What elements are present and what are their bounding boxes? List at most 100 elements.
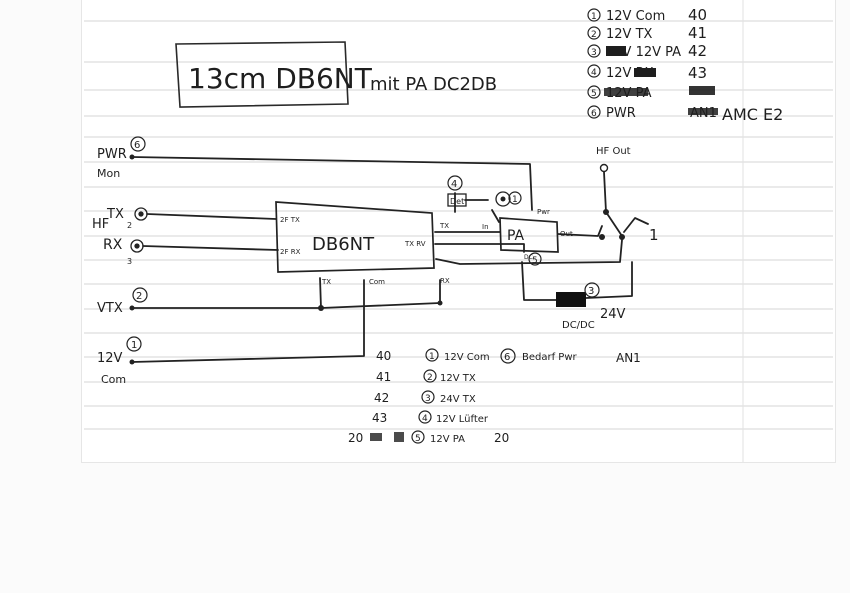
pin-label: 12V PA — [430, 434, 465, 445]
rx-number: 3 — [127, 257, 132, 266]
left-terminals: PWR Mon 6 HF TX RX 2 3 VTX 2 12V Com 1 — [92, 136, 148, 386]
pin-number: 3 — [425, 394, 431, 404]
strikeout — [688, 108, 718, 115]
pinout-bottom-row: 43 4 12V Lüfter — [372, 410, 489, 425]
strikeout — [604, 88, 648, 96]
dcdc-label: DC/DC — [562, 320, 595, 331]
pin-extra: 20 — [494, 431, 509, 445]
pin-number: 2 — [427, 373, 433, 383]
tx-label: TX — [106, 207, 124, 222]
pinout-bottom-row: 42 3 24V TX — [374, 390, 476, 405]
v24-label: 24V — [600, 307, 626, 322]
det-label: Det — [450, 197, 464, 206]
det-box — [447, 193, 467, 207]
relay-number: 1 — [512, 195, 518, 205]
pin-number: 4 — [591, 68, 597, 78]
pin-label: 12V TX — [606, 27, 653, 42]
pin-number: 2 — [591, 30, 597, 40]
pa-out-label: Out — [560, 230, 573, 238]
pin-number: 3 — [591, 48, 597, 58]
pin-label: 12V TX — [440, 373, 476, 384]
strikeout — [394, 432, 404, 442]
pa-label: PA — [507, 228, 525, 244]
pin-value: 40 — [688, 6, 707, 24]
pin-label: PWR — [606, 106, 636, 121]
pinout-top-row: 5 12V PA — [587, 85, 715, 101]
pa-block — [499, 217, 559, 253]
tx-number: 2 — [127, 221, 132, 230]
pin-code: 42 — [374, 391, 389, 405]
pin-number: 1 — [429, 352, 435, 362]
pin-number: 5 — [591, 89, 597, 99]
pin-code: 41 — [376, 370, 391, 384]
pinout-bottom-row: 41 2 12V TX — [376, 369, 476, 384]
pin-value: 42 — [688, 42, 707, 60]
vtx-number: 2 — [136, 291, 142, 302]
pinout-top-row: 2 12V TX 41 — [587, 24, 707, 42]
pwr-sub-label: Mon — [97, 167, 120, 180]
extra-label: Bedarf Pwr — [522, 352, 578, 363]
v12-number: 1 — [131, 340, 137, 351]
pin-number: 4 — [422, 414, 428, 424]
hf-label: HF — [92, 217, 109, 232]
transverter-txrv: TX RV — [404, 240, 426, 248]
transverter-tx-out: TX — [439, 222, 449, 230]
transverter-com-pin: Com — [369, 278, 385, 286]
pin-code: 20 — [348, 431, 363, 445]
hf-out-label: HF Out — [596, 146, 631, 157]
pin-value: 43 — [688, 64, 707, 82]
det-number: 4 — [451, 179, 457, 190]
pa-in-label: In — [482, 223, 489, 231]
pinout-bottom: 40 1 12V Com 41 2 12V TX 42 3 24V TX 43 … — [348, 348, 641, 445]
title-text: 13cm DB6NT — [188, 62, 373, 95]
junction-dots — [129, 154, 443, 365]
pa-number: 5 — [532, 256, 538, 266]
pin-code: 40 — [376, 349, 391, 363]
amc-note: AMC E2 — [722, 105, 783, 124]
pa-dc-label: DC — [524, 254, 533, 261]
dcdc-block — [556, 292, 586, 307]
relay-coil — [495, 191, 511, 207]
pin-number: 1 — [591, 12, 597, 22]
pwr-number: 6 — [134, 140, 140, 151]
hf-out-connector — [599, 163, 609, 173]
pinout-top-row: 1 12V Com 40 — [587, 6, 707, 24]
pin-label: 24V TX — [440, 394, 476, 405]
pinout-bottom-row: 20 5 12V PA 20 — [348, 430, 509, 445]
notebook-sheet — [82, 0, 835, 462]
pin-label: 12V Com — [606, 9, 665, 24]
transverter-2frx: 2F RX — [280, 248, 301, 256]
ruled-lines — [84, 20, 833, 430]
bottom-extra-note: 6 Bedarf Pwr AN1 — [500, 348, 641, 365]
vtx-label: VTX — [97, 301, 123, 316]
extra-number: 6 — [504, 352, 510, 363]
pinout-top: 1 12V Com 40 2 12V TX 41 3 24V 12V PA 42… — [587, 6, 783, 124]
extra-pin: AN1 — [616, 351, 641, 365]
dcdc-number: 3 — [588, 286, 594, 297]
transverter-2ftx: 2F TX — [280, 216, 300, 224]
pinout-top-row: 6 PWR AN1 — [587, 105, 718, 121]
strikeout — [606, 46, 626, 56]
pin-label: 12V Com — [444, 352, 490, 363]
transverter-tx-pin: TX — [321, 278, 331, 286]
pin-number: 5 — [415, 434, 421, 444]
pin-value: 41 — [688, 24, 707, 42]
strikeout — [689, 86, 715, 95]
pinout-top-row: 3 24V 12V PA 42 — [587, 42, 707, 60]
pin-number: 6 — [591, 109, 597, 119]
pin-code: 43 — [372, 411, 387, 425]
pinout-bottom-row: 40 1 12V Com — [376, 348, 490, 363]
pa-pwr-label: Pwr — [537, 208, 550, 216]
relay-label: 1 — [649, 226, 659, 244]
strikeout — [370, 433, 382, 441]
rx-label: RX — [103, 237, 123, 253]
pwr-label: PWR — [97, 147, 127, 162]
v12-label: 12V — [97, 351, 123, 366]
pinout-top-row: 4 12V RX 43 — [587, 64, 707, 82]
transverter-label: DB6NT — [312, 234, 375, 255]
pin-label: 12V Lüfter — [436, 414, 489, 425]
transverter-block — [275, 201, 435, 273]
title-box — [175, 41, 349, 108]
transverter-rx-out: RX — [440, 277, 450, 285]
